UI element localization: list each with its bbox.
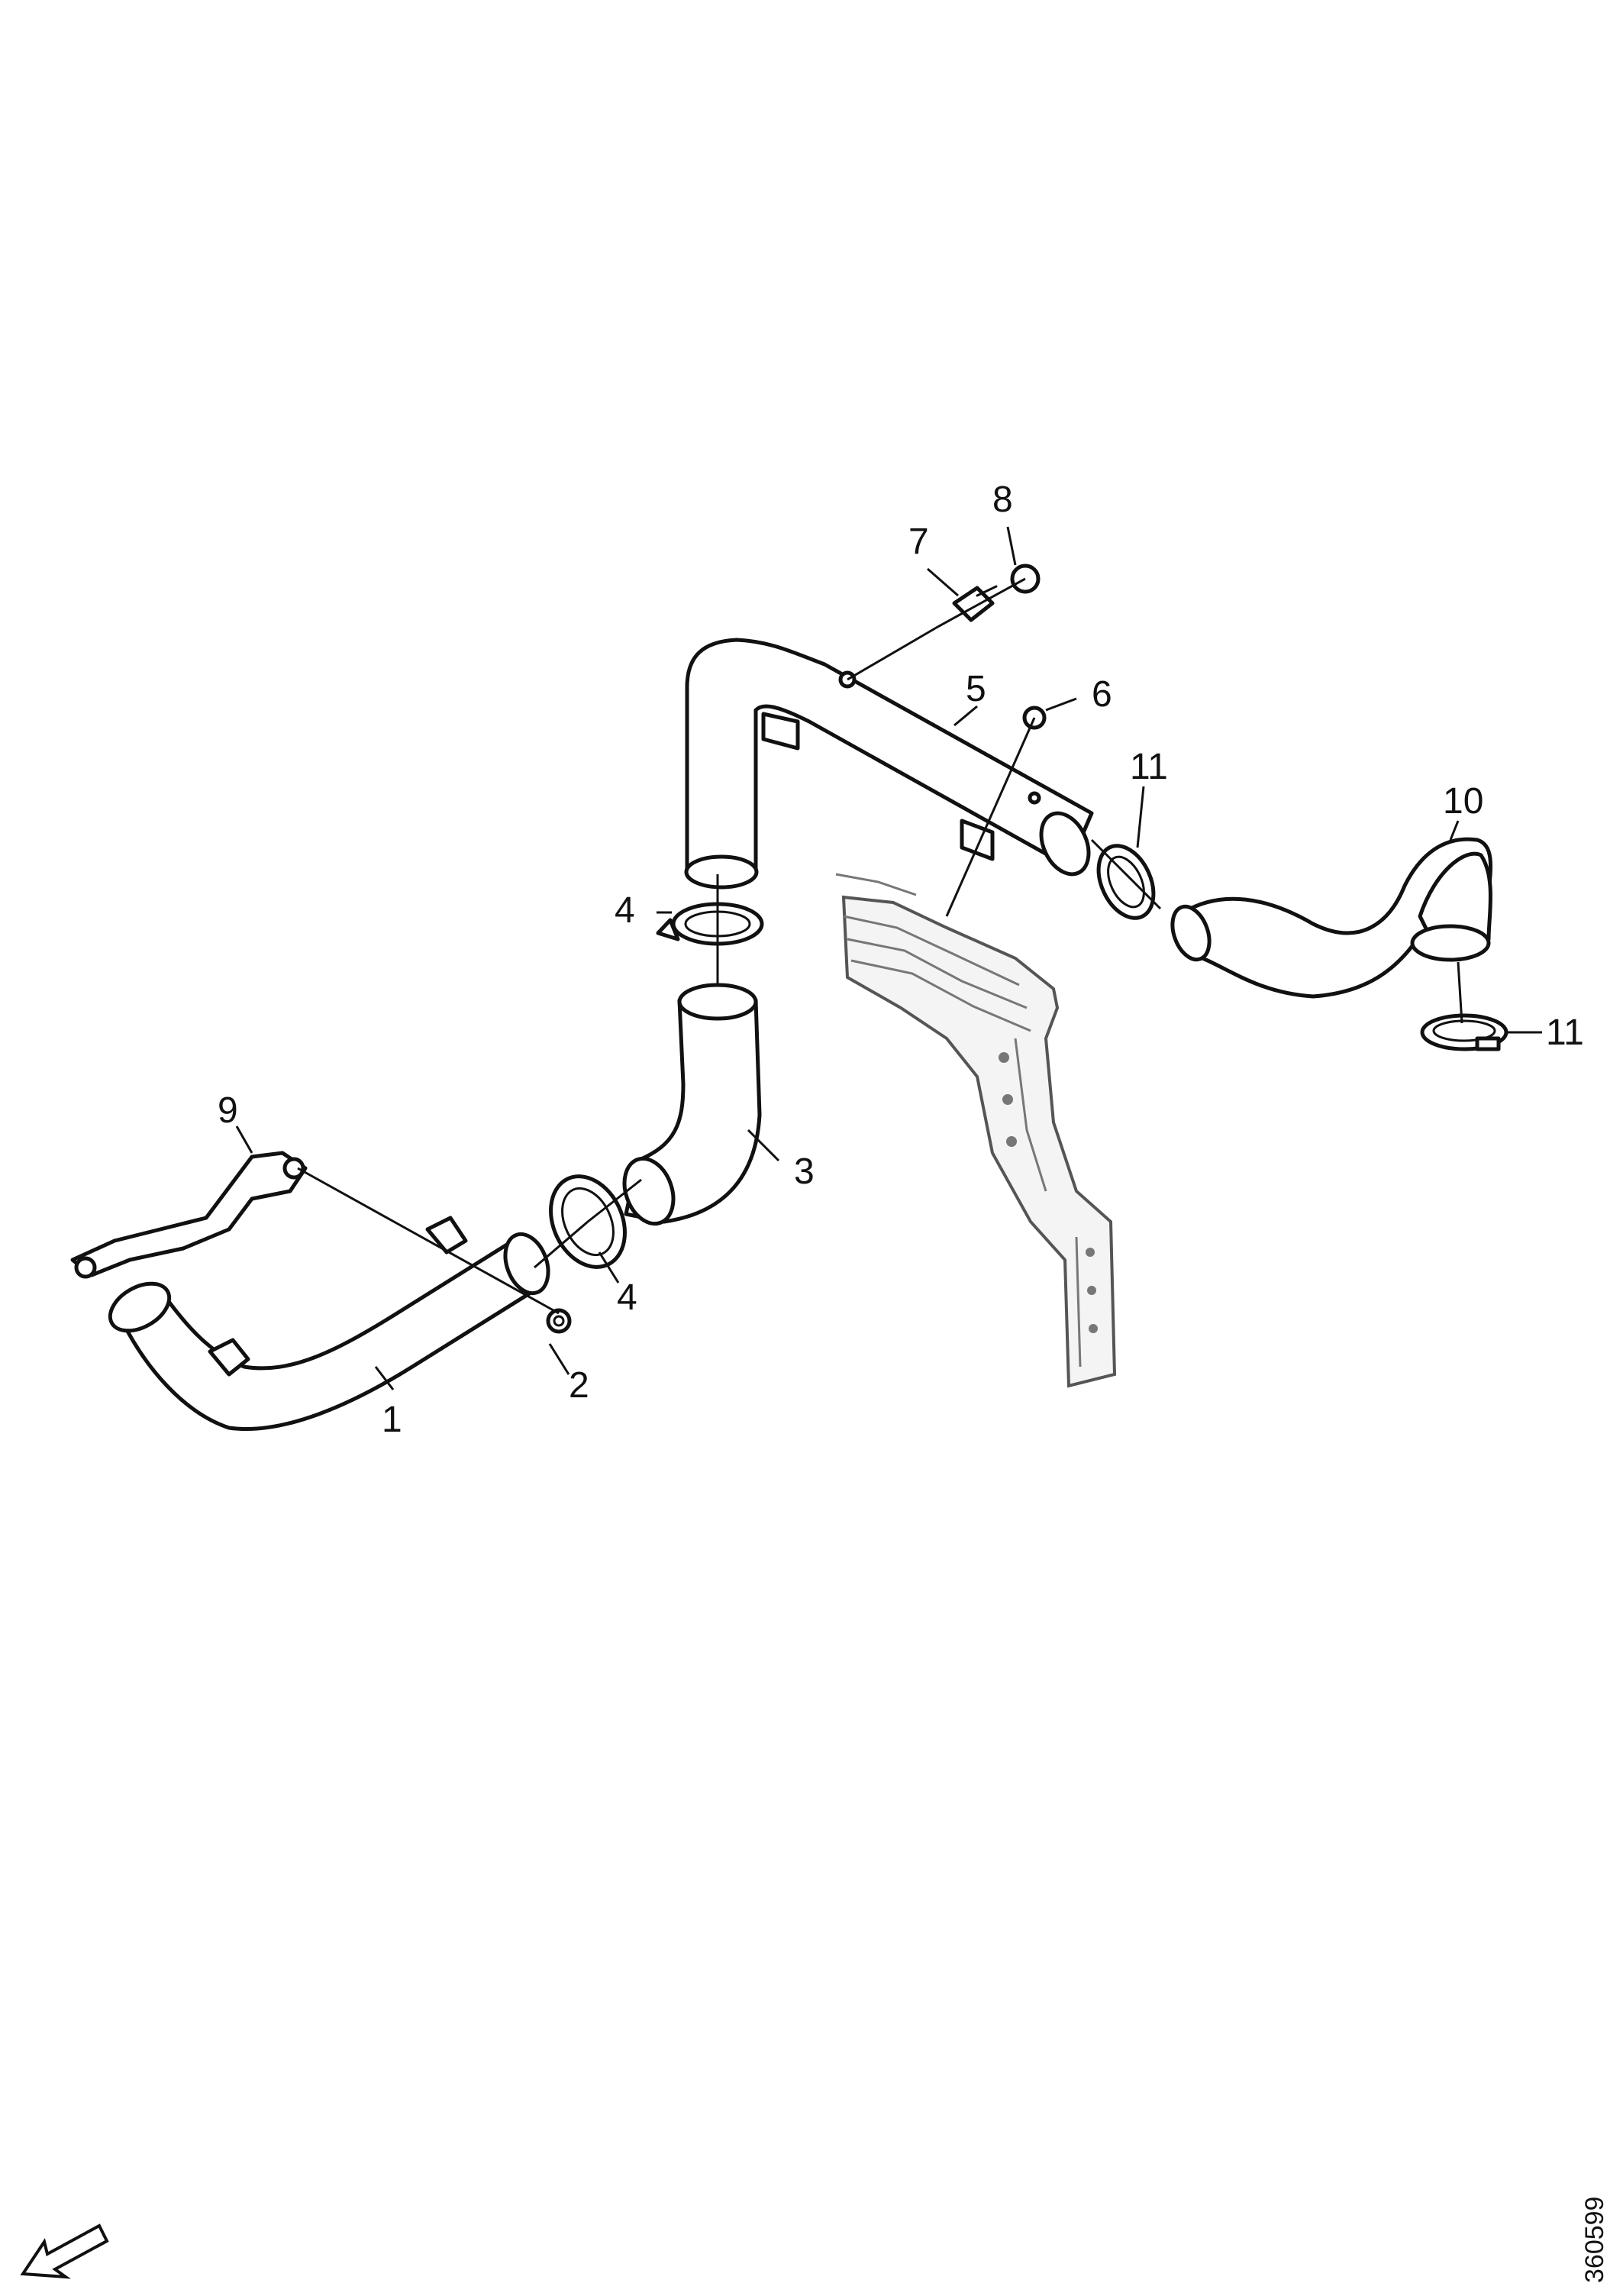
clamp-part-11-lower — [1420, 1013, 1508, 1051]
callout-9: 9 — [218, 1090, 238, 1131]
callout-8: 8 — [992, 480, 1013, 520]
callout-11-upper: 11 — [1130, 747, 1168, 787]
callout-6: 6 — [1092, 674, 1112, 715]
bracket-part-9 — [70, 1151, 308, 1279]
callout-2: 2 — [569, 1365, 589, 1406]
pipe-part-5 — [684, 638, 1094, 890]
callout-10: 10 — [1443, 781, 1483, 822]
direction-arrow-icon — [20, 2223, 109, 2279]
clamp-part-4-upper — [656, 902, 764, 946]
callout-4-lower: 4 — [617, 1277, 637, 1318]
nut-part-2 — [546, 1308, 572, 1334]
vehicle-frame — [835, 873, 1117, 1388]
hose-part-10 — [1170, 837, 1493, 999]
callout-3: 3 — [794, 1151, 815, 1192]
callout-5: 5 — [966, 669, 986, 709]
reference-number: 360599 — [1580, 2197, 1609, 2283]
callout-4-upper: 4 — [615, 890, 635, 931]
callout-7: 7 — [908, 522, 929, 562]
clamp-part-11-upper — [1096, 844, 1156, 920]
leader-lines — [235, 526, 1542, 1390]
pipe-part-1 — [108, 1216, 550, 1432]
pipe-part-3 — [622, 983, 762, 1226]
callout-11-lower: 11 — [1546, 1012, 1584, 1053]
callout-1: 1 — [382, 1400, 402, 1440]
